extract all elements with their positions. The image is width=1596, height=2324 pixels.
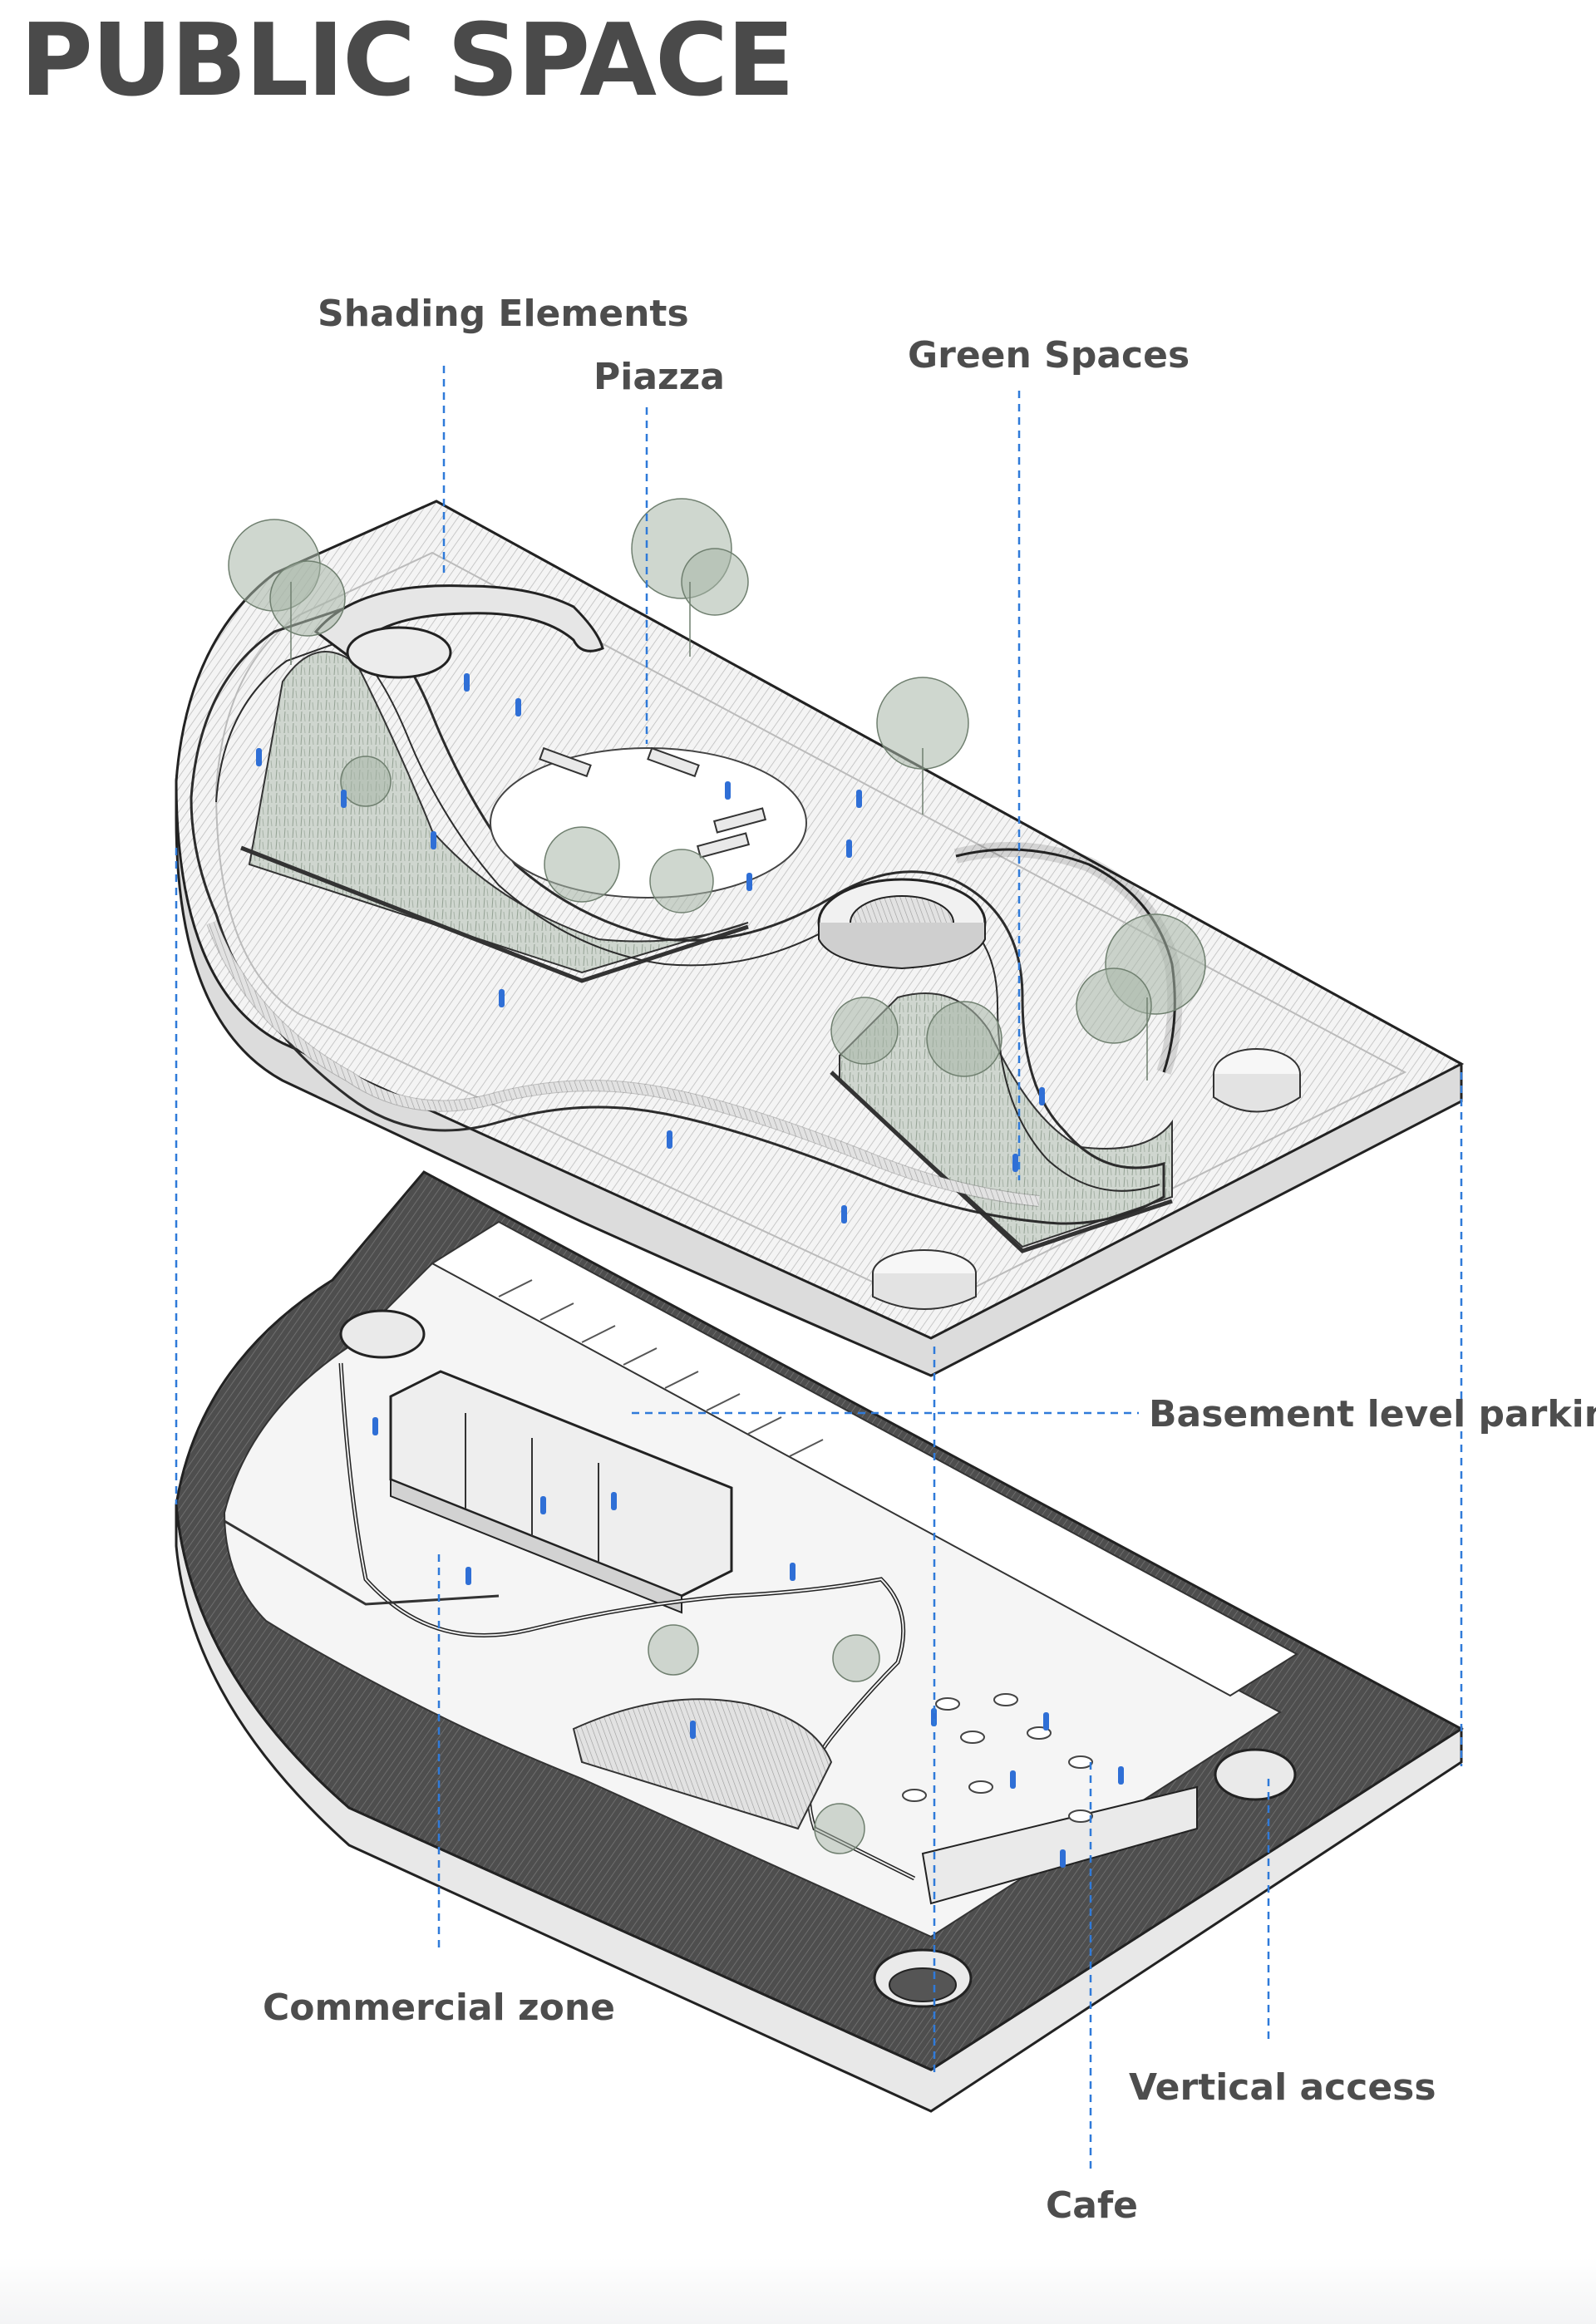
bottom-fade bbox=[0, 2258, 1596, 2324]
label-vertical-access: Vertical access bbox=[1129, 2066, 1436, 2109]
leader-lines bbox=[175, 366, 1463, 2169]
label-green-spaces: Green Spaces bbox=[908, 334, 1190, 377]
piazza bbox=[490, 746, 807, 899]
people-upper bbox=[256, 673, 1045, 1224]
trees bbox=[228, 498, 1206, 1081]
green-spaces bbox=[240, 651, 1173, 1253]
promenade-ramps bbox=[190, 584, 1183, 1225]
label-shading-elements: Shading Elements bbox=[318, 293, 689, 335]
label-piazza: Piazza bbox=[594, 356, 725, 398]
pavilions bbox=[872, 1048, 1301, 1310]
label-basement-parking: Basement level parking bbox=[1149, 1393, 1596, 1435]
label-cafe: Cafe bbox=[1046, 2184, 1138, 2227]
page-title: PUBLIC SPACE bbox=[20, 3, 795, 119]
basement-level bbox=[175, 1170, 1464, 2113]
label-commercial-zone: Commercial zone bbox=[263, 1987, 616, 2029]
